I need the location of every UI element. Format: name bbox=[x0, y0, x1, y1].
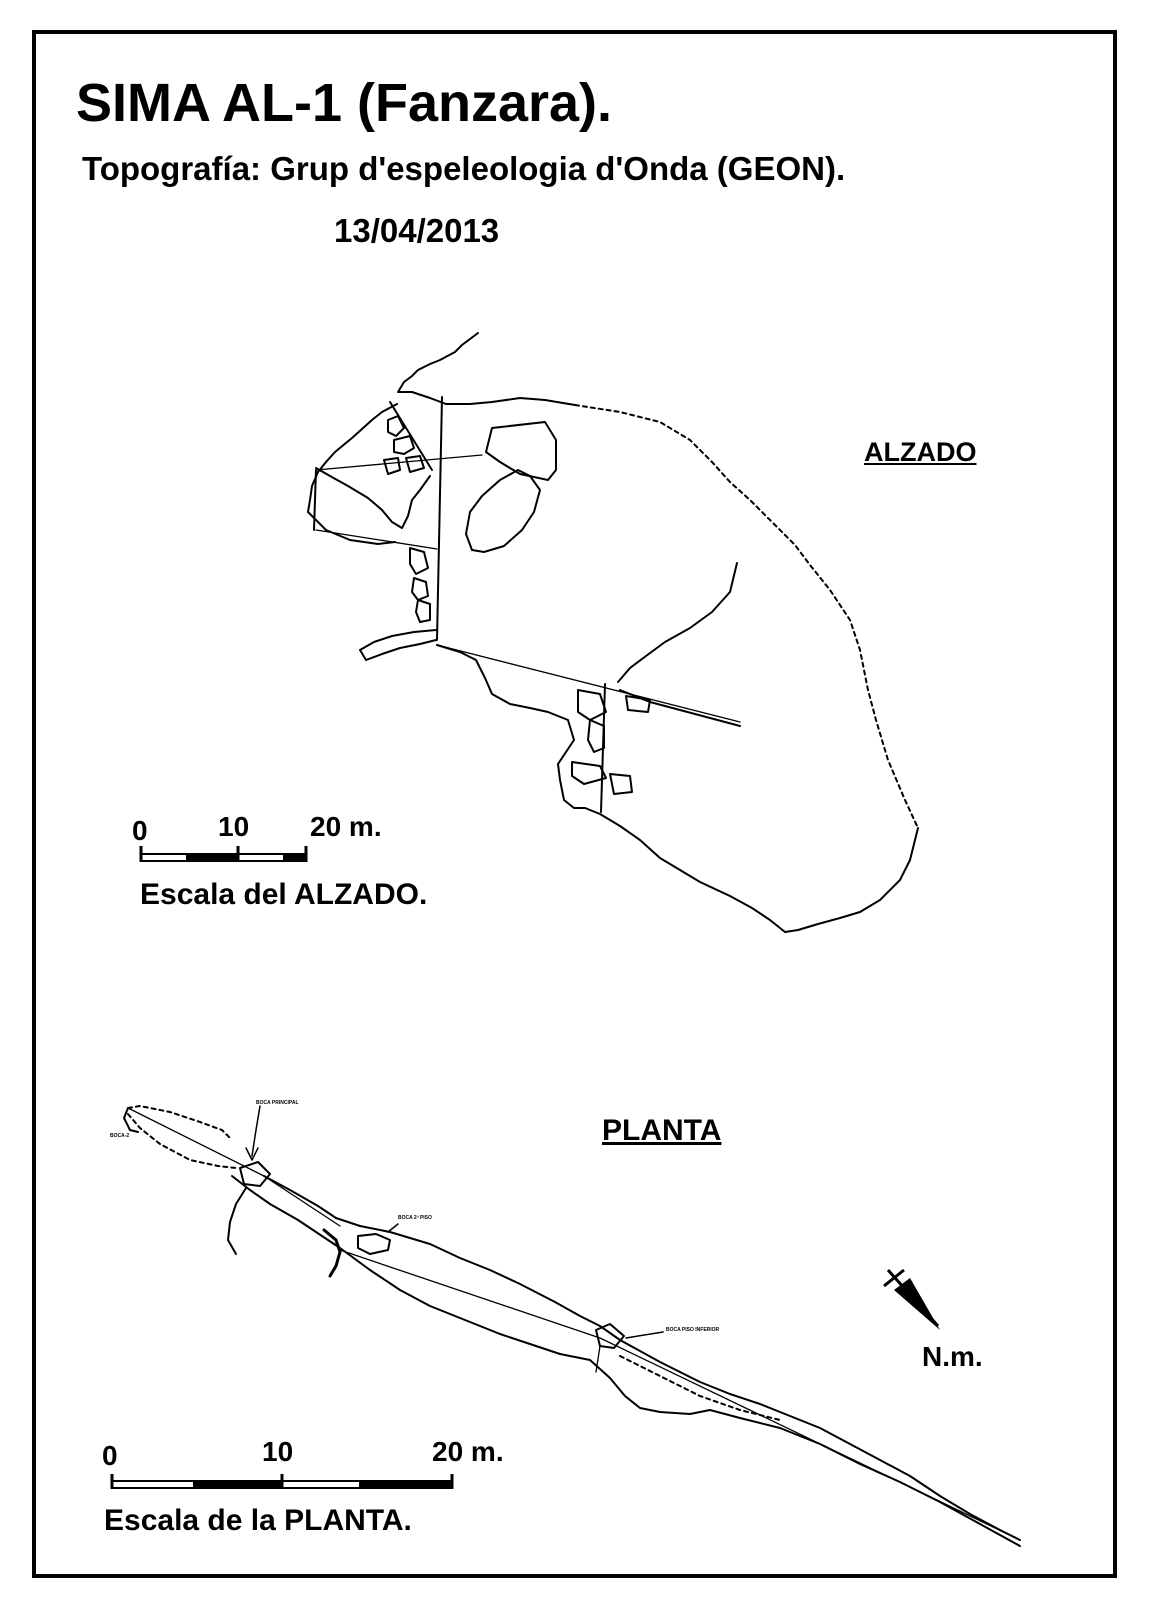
alzado-rock-6 bbox=[411, 577, 429, 601]
planta-west-spur bbox=[227, 1187, 247, 1255]
annotation-boca-principal: BOCA PRINCIPAL bbox=[256, 1100, 299, 1106]
planta-traverse-4 bbox=[599, 1337, 1021, 1541]
alzado-rock-8 bbox=[577, 689, 607, 721]
alzado-block-2 bbox=[465, 469, 541, 553]
alzado-scale-label-0: 0 bbox=[132, 815, 148, 846]
alzado-rock-4 bbox=[383, 457, 401, 475]
annotation-boca-2: BOCA-2 bbox=[110, 1133, 130, 1139]
alzado-rock-3 bbox=[405, 455, 425, 473]
planta-boca-2-piso bbox=[357, 1233, 391, 1255]
map-subtitle: Topografía: Grup d'espeleologia d'Onda (… bbox=[82, 150, 846, 187]
alzado-rock-9 bbox=[625, 695, 651, 713]
planta-traverse-3 bbox=[339, 1249, 601, 1339]
alzado-ledge bbox=[359, 629, 437, 661]
planta-pointer-inferior bbox=[625, 1331, 664, 1339]
alzado-scale-seg-2 bbox=[186, 853, 239, 862]
alzado-scale-label-20: 20 m. bbox=[310, 811, 382, 842]
alzado-rock-10 bbox=[587, 719, 605, 753]
planta-section bbox=[123, 1105, 1021, 1547]
planta-traverse-2 bbox=[263, 1175, 341, 1227]
planta-pointer-principal bbox=[251, 1105, 261, 1157]
planta-dashed-lower bbox=[127, 1113, 237, 1169]
alzado-shaft-4 bbox=[313, 469, 317, 531]
alzado-scale-bar bbox=[139, 846, 308, 862]
alzado-rock-5 bbox=[409, 547, 429, 575]
planta-dashed-gallery bbox=[619, 1355, 781, 1421]
alzado-right-branch bbox=[619, 689, 741, 727]
alzado-scale-seg-3 bbox=[237, 853, 285, 862]
map-title: SIMA AL-1 (Fanzara). bbox=[76, 73, 613, 133]
alzado-rock-11 bbox=[571, 761, 607, 785]
alzado-section bbox=[307, 332, 919, 933]
planta-entrance-loop bbox=[123, 1107, 139, 1133]
alzado-left-blob bbox=[315, 467, 431, 529]
annotation-boca-piso-inferior: BOCA PISO INFERIOR bbox=[666, 1327, 720, 1333]
planta-traverse-1 bbox=[127, 1107, 265, 1177]
planta-scale-label-10: 10 bbox=[262, 1436, 294, 1467]
alzado-left-lower bbox=[307, 511, 396, 545]
planta-scale-caption: Escala de la PLANTA. bbox=[104, 1504, 412, 1537]
alzado-scale-seg-1 bbox=[140, 853, 188, 862]
planta-pointer-principal-head bbox=[245, 1147, 259, 1161]
planta-scale-seg-4 bbox=[359, 1480, 453, 1489]
alzado-upper-outline bbox=[397, 332, 576, 406]
alzado-rock-2 bbox=[393, 435, 415, 455]
alzado-floor-slope bbox=[436, 644, 586, 809]
planta-scale-label-20: 20 m. bbox=[432, 1436, 504, 1467]
planta-pointer-2-piso bbox=[387, 1223, 399, 1233]
alzado-shaft-1 bbox=[436, 396, 443, 641]
alzado-left-outline bbox=[307, 403, 398, 513]
planta-scale-seg-2 bbox=[193, 1480, 283, 1489]
planta-boca-principal bbox=[239, 1161, 271, 1187]
north-arrow-icon bbox=[883, 1268, 940, 1330]
planta-scale-seg-3 bbox=[281, 1480, 361, 1489]
alzado-rock-1 bbox=[387, 415, 405, 437]
alzado-block-1 bbox=[485, 421, 557, 481]
north-label: N.m. bbox=[922, 1341, 983, 1372]
alzado-dashed-roof bbox=[574, 404, 919, 829]
survey-date: 13/04/2013 bbox=[334, 212, 500, 249]
planta-dashed-entrance bbox=[127, 1105, 233, 1141]
annotation-boca-2-piso: BOCA 2ª PISO bbox=[398, 1215, 432, 1221]
alzado-floor bbox=[584, 807, 786, 933]
map-frame bbox=[32, 30, 1117, 1578]
alzado-traverse-3 bbox=[436, 644, 741, 723]
planta-hatch-wall bbox=[322, 1228, 342, 1278]
alzado-rock-7 bbox=[415, 599, 431, 623]
planta-label: PLANTA bbox=[602, 1114, 722, 1147]
planta-scale-seg-1 bbox=[111, 1480, 195, 1489]
planta-boca-piso-inferior bbox=[595, 1323, 625, 1349]
alzado-inner-curve bbox=[617, 562, 738, 683]
alzado-scale-label-10: 10 bbox=[218, 811, 250, 842]
planta-lower-wall bbox=[231, 1175, 1021, 1547]
alzado-rock-12 bbox=[609, 773, 633, 795]
alzado-scale-caption: Escala del ALZADO. bbox=[140, 878, 428, 911]
alzado-label: ALZADO bbox=[864, 437, 977, 467]
planta-scale-label-0: 0 bbox=[102, 1440, 118, 1471]
alzado-right-wall bbox=[784, 827, 919, 933]
alzado-scale-seg-4 bbox=[283, 853, 307, 862]
planta-scale-bar bbox=[110, 1474, 454, 1489]
planta-cross-line bbox=[595, 1345, 601, 1373]
